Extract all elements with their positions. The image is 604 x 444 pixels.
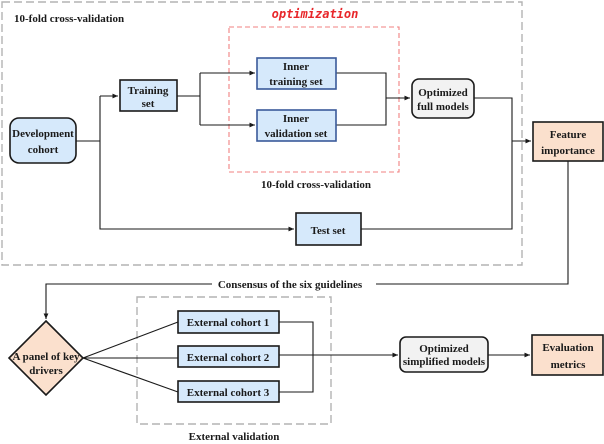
outer-cv-label: 10-fold cross-validation	[14, 13, 124, 25]
connector-drivers-ext1	[82, 321, 179, 359]
node-external-cohort-2: External cohort 2	[177, 345, 280, 368]
svg-text:Evaluation: Evaluation	[542, 342, 593, 354]
svg-text:simplified models: simplified models	[403, 356, 486, 368]
node-external-cohort-1: External cohort 1	[177, 310, 280, 334]
connector-drivers-ext3	[82, 357, 179, 393]
svg-text:External cohort 2: External cohort 2	[187, 352, 270, 364]
node-inner-training-set: Inner training set	[256, 57, 337, 90]
svg-text:Optimized: Optimized	[418, 87, 468, 99]
connector-opt-test-merge	[361, 97, 513, 230]
svg-text:importance: importance	[541, 145, 595, 157]
svg-text:Development: Development	[12, 128, 74, 140]
optimization-label: optimization	[272, 7, 359, 21]
svg-text:Feature: Feature	[550, 129, 587, 141]
svg-text:Test set: Test set	[311, 225, 346, 237]
svg-text:Optimized: Optimized	[419, 343, 469, 355]
node-optimized-full-models: Optimized full models	[411, 78, 475, 119]
inner-cv-label: 10-fold cross-validation	[261, 179, 371, 191]
external-validation-label: External validation	[189, 431, 280, 443]
svg-text:Inner: Inner	[283, 61, 309, 73]
node-evaluation-metrics: Evaluation metrics	[531, 334, 604, 376]
svg-text:Training: Training	[128, 85, 169, 97]
connector-inner-merge	[336, 72, 387, 126]
node-development-cohort: Development cohort	[9, 117, 77, 164]
node-inner-validation-set: Inner validation set	[256, 109, 337, 142]
node-feature-importance: Feature importance	[532, 121, 604, 162]
node-test-set: Test set	[295, 212, 362, 246]
svg-text:cohort: cohort	[28, 144, 59, 156]
svg-text:training set: training set	[269, 76, 323, 88]
svg-text:set: set	[142, 98, 155, 110]
svg-text:metrics: metrics	[551, 359, 587, 371]
optimization-group	[228, 26, 400, 173]
connector-to-test	[99, 96, 294, 232]
svg-text:External cohort 1: External cohort 1	[187, 317, 269, 329]
svg-text:drivers: drivers	[29, 365, 63, 377]
svg-text:Inner: Inner	[283, 113, 309, 125]
connector-consensus-to-drivers	[43, 283, 212, 319]
node-optimized-simplified-models: Optimized simplified models	[399, 336, 489, 373]
connector-ext-merge	[279, 321, 314, 393]
external-validation-group	[136, 296, 332, 425]
node-external-cohort-3: External cohort 3	[177, 380, 280, 403]
node-key-drivers: A panel of key drivers	[7, 319, 85, 397]
svg-text:validation set: validation set	[265, 128, 328, 140]
svg-text:full models: full models	[417, 101, 469, 113]
consensus-label: Consensus of the six guidelines	[218, 279, 363, 291]
outer-cv-group	[1, 1, 523, 266]
svg-text:External cohort 3: External cohort 3	[187, 387, 270, 399]
svg-text:A panel of key: A panel of key	[13, 351, 80, 363]
node-training-set: Training set	[119, 79, 178, 112]
connector-feature-to-consensus	[376, 161, 569, 285]
